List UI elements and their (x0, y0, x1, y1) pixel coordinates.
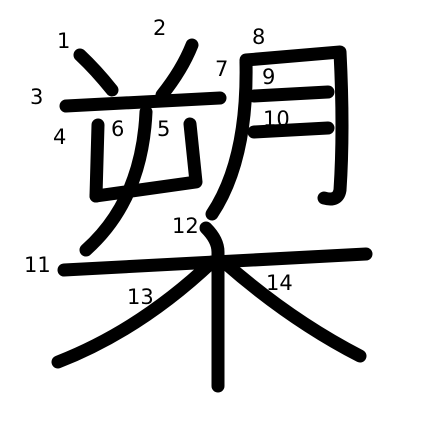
stroke-number-12: 12 (172, 214, 199, 238)
stroke-number-13: 13 (127, 285, 154, 309)
stroke-6 (79, 105, 153, 257)
stroke-3 (59, 91, 227, 113)
stroke-9 (247, 85, 335, 103)
stroke-number-10: 10 (263, 107, 290, 131)
stroke-number-4: 4 (53, 125, 66, 149)
stroke-number-2: 2 (153, 16, 166, 40)
stroke-12 (199, 221, 225, 393)
stroke-14 (217, 255, 367, 363)
stroke-4 (89, 118, 105, 203)
stroke-number-3: 3 (30, 85, 43, 109)
stroke-number-5: 5 (157, 117, 170, 141)
stroke-1 (73, 48, 119, 97)
stroke-number-11: 11 (24, 253, 51, 277)
stroke-number-8: 8 (252, 25, 265, 49)
stroke-13 (51, 255, 219, 369)
stroke-10 (247, 121, 335, 139)
stroke-8 (239, 45, 349, 206)
stroke-7 (205, 55, 253, 221)
stroke-number-1: 1 (57, 29, 70, 53)
stroke-2 (155, 38, 199, 102)
stroke-number-14: 14 (266, 271, 293, 295)
stroke-number-6: 6 (111, 117, 124, 141)
stroke-number-7: 7 (215, 57, 228, 81)
stroke-number-9: 9 (262, 65, 275, 89)
